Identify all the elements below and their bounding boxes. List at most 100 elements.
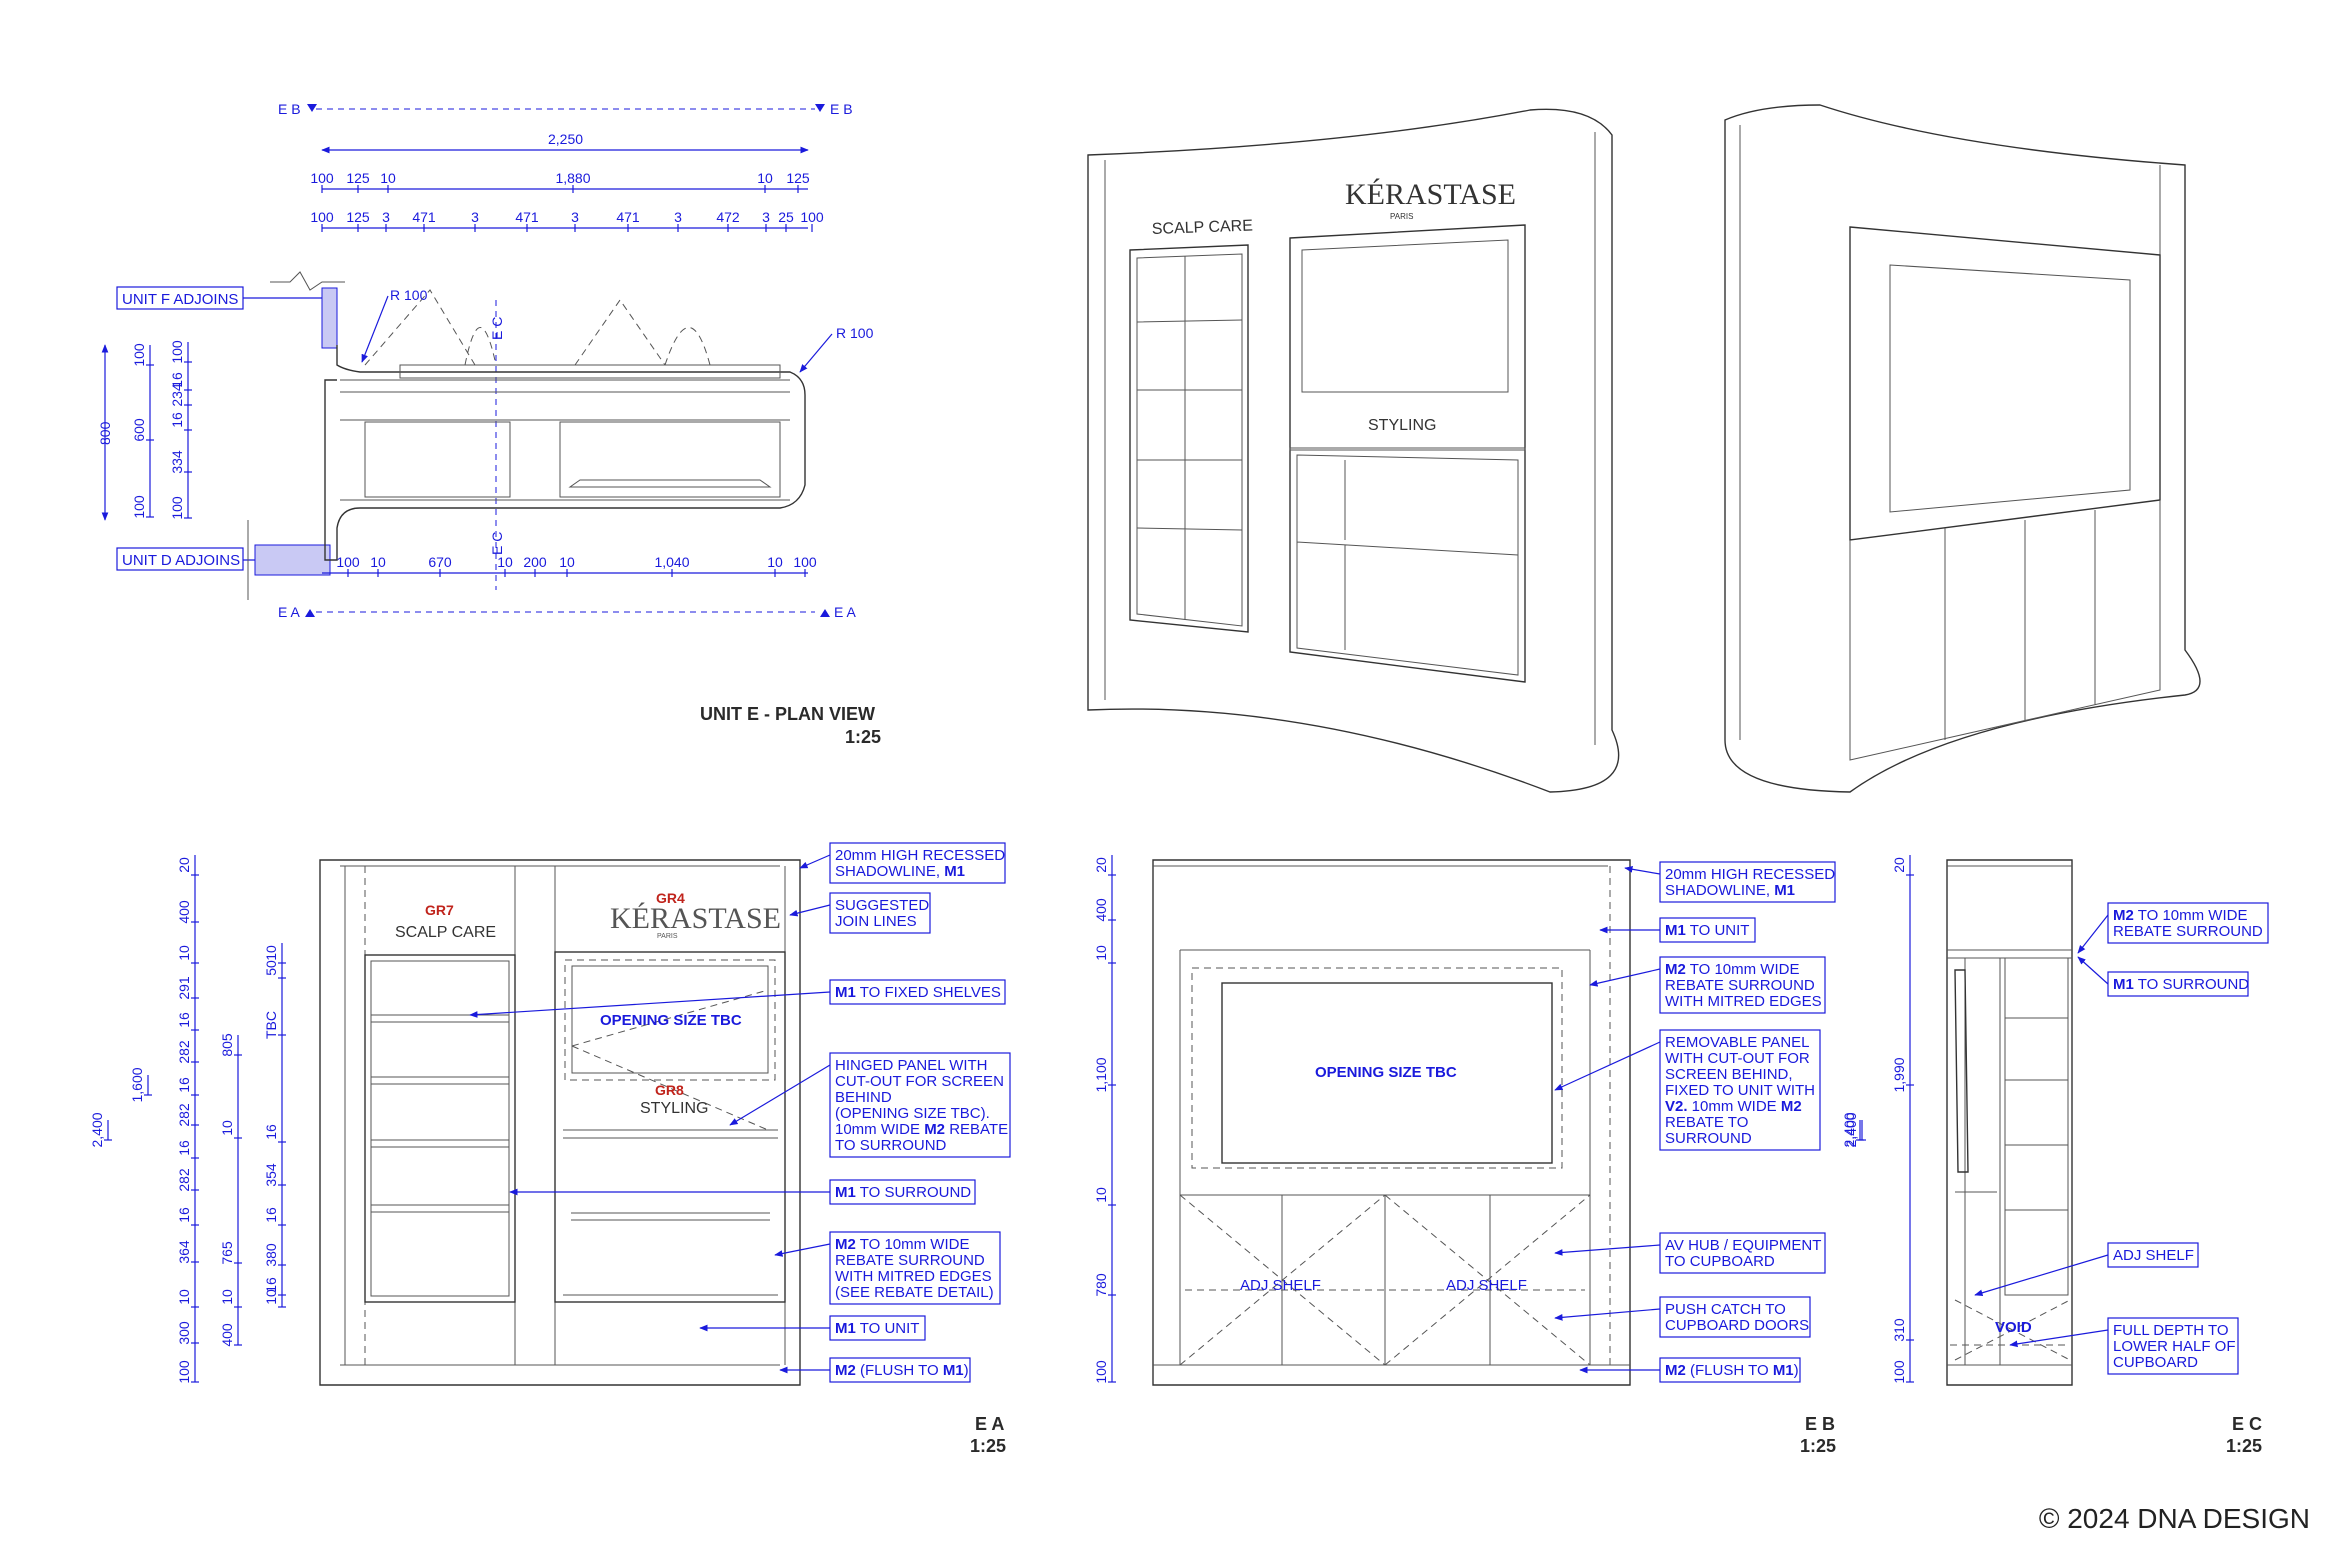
- dim-plan-row3-11: 25: [778, 209, 794, 225]
- ea-brand: KÉRASTASE: [610, 902, 781, 935]
- dim-plan-bottom-8: 100: [793, 554, 817, 570]
- ec-note-surround: M1 TO SURROUND: [2113, 976, 2249, 993]
- ea-note-rebate-box: [829, 1231, 1001, 1305]
- dim-ea-col1-10: 16: [176, 1207, 192, 1223]
- dim-ea-col1-12: 10: [176, 1289, 192, 1305]
- dim-plan-left-b-2: 100: [131, 495, 147, 519]
- dim-ea-col5-5: 16: [263, 1207, 279, 1223]
- eb-note-push-catch-leader: [1554, 1308, 1661, 1321]
- eb-note-av-hub-leader: [1554, 1244, 1661, 1256]
- ec-note-full-depth-leader: [2009, 1329, 2109, 1348]
- plan-scale: 1:25: [845, 727, 881, 747]
- ea-scale: 1:25: [970, 1436, 1006, 1456]
- ea-note-join-lines-leader: [789, 904, 831, 917]
- dim-plan-row2-3: 1,880: [555, 170, 590, 186]
- radius-right: R 100: [836, 325, 874, 341]
- ec-note-adj-shelf-box: [2107, 1242, 2199, 1268]
- dim-ea-col1-7: 282: [176, 1103, 192, 1127]
- dim-ea-col1-11: 364: [176, 1240, 192, 1264]
- ea-note-fixed-shelves-leader: [469, 991, 831, 1018]
- ea-label: E A: [975, 1414, 1004, 1434]
- dim-eb-left-4: 10: [1093, 1187, 1109, 1203]
- plan-title: UNIT E - PLAN VIEW: [700, 704, 875, 724]
- eb-scale: 1:25: [1800, 1436, 1836, 1456]
- eb-opening: OPENING SIZE TBC: [1315, 1064, 1457, 1081]
- section-ea-right: E A: [834, 604, 856, 620]
- dim-ea-col4-2: 765: [219, 1241, 235, 1265]
- ea-note-hinged-panel-leader: [729, 1064, 831, 1126]
- dim-eb-left-1: 400: [1093, 898, 1109, 922]
- dim-ea-total-0: 2,400: [89, 1112, 105, 1147]
- persp-brand: KÉRASTASE: [1345, 178, 1516, 211]
- ea-note-join-lines-box: [829, 892, 931, 934]
- dim-ea-1600-0: 1,600: [129, 1067, 145, 1102]
- dim-plan-bottom-6: 1,040: [654, 554, 689, 570]
- dim-ea-col5-2: TBC: [263, 1011, 279, 1039]
- persp-brand-sub: PARIS: [1390, 212, 1413, 221]
- ea-opening: OPENING SIZE TBC: [600, 1012, 742, 1029]
- dim-plan-left-c-5: 100: [169, 496, 185, 520]
- ec-note-surround-leader: [2077, 956, 2109, 985]
- ea-note-surround: M1 TO SURROUND: [835, 1184, 971, 1201]
- perspective-views: SCALP CARE KÉRASTASE PARIS STYLING: [1087, 104, 2201, 793]
- ec-note-rebate-leader: [2077, 914, 2109, 954]
- dim-plan-bottom-4: 200: [523, 554, 547, 570]
- dim-ea-col5-6: 380: [263, 1243, 279, 1267]
- dim-eb-left-5: 780: [1093, 1273, 1109, 1297]
- ea-scalp-care: SCALP CARE: [395, 924, 496, 941]
- dim-ec-right-3: 100: [1891, 1360, 1907, 1384]
- dim-ea-col4-0: 805: [219, 1033, 235, 1057]
- ec-void: VOID: [1995, 1319, 2032, 1336]
- ea-brand-sub: PARIS: [657, 933, 678, 940]
- dim-ea-col5-8: 16: [263, 1277, 279, 1293]
- dim-plan-row3-10: 3: [762, 209, 770, 225]
- ec-note-adj-shelf-leader: [1974, 1254, 2109, 1297]
- dim-ea-col1-5: 282: [176, 1040, 192, 1064]
- dim-plan-bottom-1: 10: [370, 554, 386, 570]
- dim-ea-col5-3: 16: [263, 1124, 279, 1140]
- dim-ea-col1-1: 400: [176, 900, 192, 924]
- section-ec-top: E C: [489, 317, 505, 340]
- ea-note-flush: M2 (FLUSH TO M1): [835, 1362, 969, 1379]
- dim-ec-right-0: 20: [1891, 857, 1907, 873]
- ea-note-shadowline-leader: [799, 854, 831, 869]
- dim-ea-col5-1: 50: [263, 960, 279, 976]
- ea-note-rebate-leader: [774, 1243, 831, 1257]
- dim-plan-row3-12: 100: [800, 209, 824, 225]
- radius-left: R 100: [390, 287, 428, 303]
- dim-plan-row3-3: 471: [412, 209, 436, 225]
- eb-note-shadowline-box: [1659, 861, 1836, 903]
- ec-note-surround-box: [2107, 971, 2249, 997]
- tag-gr8: GR8: [655, 1082, 684, 1098]
- dim-plan-row2-2: 10: [380, 170, 396, 186]
- eb-note-flush: M2 (FLUSH TO M1): [1665, 1362, 1799, 1379]
- unit-d-label: UNIT D ADJOINS: [122, 552, 240, 569]
- eb-note-removable-box: [1659, 1029, 1821, 1151]
- dim-plan-bottom-3: 10: [497, 554, 513, 570]
- dim-plan-row2-0: 100: [310, 170, 334, 186]
- ec-note-rebate-box: [2107, 902, 2269, 944]
- dim-ea-col1-3: 291: [176, 976, 192, 1000]
- dim-plan-bottom-0: 100: [336, 554, 360, 570]
- dim-plan-left-c-4: 334: [169, 450, 185, 474]
- dim-eb-total-0: 2,400: [1841, 1112, 1857, 1147]
- ea-note-fixed-shelves-box: [829, 979, 1006, 1005]
- eb-note-unit: M1 TO UNIT: [1665, 922, 1749, 939]
- section-eb-right: E B: [830, 101, 853, 117]
- dim-plan-left-b-0: 100: [131, 343, 147, 367]
- ec-scale: 1:25: [2226, 1436, 2262, 1456]
- dim-ea-col4-1: 10: [219, 1120, 235, 1136]
- dim-plan-left-c-3: 16: [169, 412, 185, 428]
- dim-ea-col1-8: 16: [176, 1140, 192, 1156]
- dim-ec-right-1: 1,990: [1891, 1057, 1907, 1092]
- dim-eb-left-2: 10: [1093, 945, 1109, 961]
- ec-note-adj-shelf: ADJ SHELF: [2113, 1247, 2194, 1264]
- dim-plan-row3-1: 125: [346, 209, 370, 225]
- ea-note-fixed-shelves: M1 TO FIXED SHELVES: [835, 984, 1001, 1001]
- dim-eb-left-3: 1,100: [1093, 1057, 1109, 1092]
- section-ea-left: E A: [278, 604, 300, 620]
